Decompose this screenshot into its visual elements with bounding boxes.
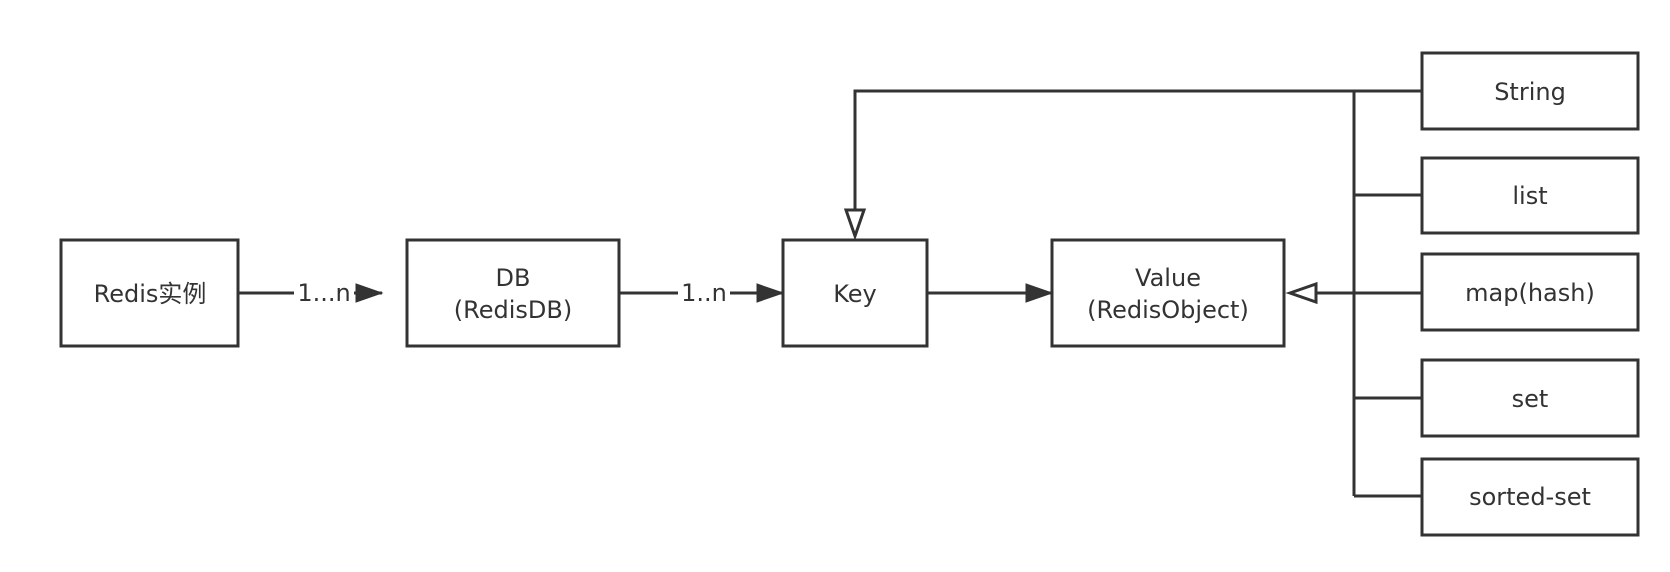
node-box — [1050, 238, 1286, 348]
node-map-hash: map(hash) — [1420, 252, 1640, 332]
node-string: String — [1420, 51, 1640, 131]
hollow-arrowhead-key — [843, 208, 867, 241]
node-label: String — [1494, 78, 1566, 106]
node-label: set — [1512, 385, 1549, 413]
arrowhead-value — [1025, 283, 1054, 303]
node-label: map(hash) — [1465, 279, 1595, 307]
node-box — [1420, 457, 1640, 537]
arrowhead-db — [355, 283, 384, 303]
node-label-line2: (RedisDB) — [454, 296, 572, 324]
node-label-line1: DB — [496, 264, 531, 292]
node-key: Key — [781, 238, 929, 348]
node-box — [59, 238, 240, 348]
node-box — [781, 238, 929, 348]
edge-label-instance-db: 1...n — [297, 279, 350, 307]
node-label: Redis实例 — [94, 280, 207, 308]
node-box — [1420, 358, 1640, 438]
node-label: list — [1512, 182, 1547, 210]
node-box — [405, 238, 621, 348]
edge-string-to-key — [853, 89, 1422, 214]
node-db: DB (RedisDB) — [405, 238, 621, 348]
edge-label-db-key: 1..n — [681, 279, 727, 307]
edge-label-bg-instance-db — [294, 280, 354, 306]
node-box — [1420, 51, 1640, 131]
node-redis-instance: Redis实例 — [59, 238, 240, 348]
node-label-line1: Value — [1135, 264, 1201, 292]
connectors: 1...n 1..n — [238, 89, 1422, 498]
node-label-line2: (RedisObject) — [1087, 296, 1249, 324]
hollow-arrowhead-value — [1285, 281, 1318, 305]
node-value: Value (RedisObject) — [1050, 238, 1286, 348]
arrowhead-key — [756, 283, 785, 303]
edge-label-bg-db-key — [678, 280, 730, 306]
node-label: Key — [833, 280, 877, 308]
node-box — [1420, 156, 1640, 235]
node-label: sorted-set — [1469, 483, 1591, 511]
node-sorted-set: sorted-set — [1420, 457, 1640, 537]
node-set: set — [1420, 358, 1640, 438]
node-box — [1420, 252, 1640, 332]
node-list: list — [1420, 156, 1640, 235]
